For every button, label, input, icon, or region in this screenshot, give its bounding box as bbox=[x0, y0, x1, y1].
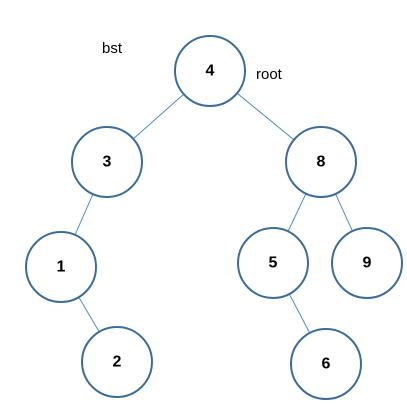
node-circle-5 bbox=[237, 227, 309, 299]
tree-node: 5 bbox=[237, 227, 309, 299]
edge-n8-n9 bbox=[335, 193, 353, 232]
tree-node: 6 bbox=[290, 328, 362, 400]
node-circle-2 bbox=[81, 326, 153, 398]
edge-n4-n3 bbox=[132, 93, 185, 140]
root-annotation: root bbox=[256, 66, 283, 83]
node-label-5: 5 bbox=[269, 255, 278, 272]
node-label-1: 1 bbox=[57, 259, 66, 276]
node-label-3: 3 bbox=[103, 154, 112, 171]
node-label-2: 2 bbox=[113, 354, 122, 371]
node-circle-3 bbox=[71, 126, 143, 198]
tree-node: 3 bbox=[71, 126, 143, 198]
nodes-layer: 4 3 8 1 5 9 2 6 bbox=[25, 35, 403, 400]
node-label-4: 4 bbox=[206, 63, 215, 80]
edge-n5-n6 bbox=[288, 293, 311, 334]
tree-node: 8 bbox=[285, 126, 357, 198]
node-circle-9 bbox=[331, 227, 403, 299]
edge-n3-n1 bbox=[74, 193, 94, 236]
tree-node: 2 bbox=[81, 326, 153, 398]
edge-n1-n2 bbox=[78, 296, 100, 333]
node-label-8: 8 bbox=[317, 154, 326, 171]
node-circle-8 bbox=[285, 126, 357, 198]
node-label-6: 6 bbox=[322, 356, 331, 373]
node-circle-1 bbox=[25, 231, 97, 303]
tree-node: 1 bbox=[25, 231, 97, 303]
tree-node: 9 bbox=[331, 227, 403, 299]
node-circle-6 bbox=[290, 328, 362, 400]
tree-node: 4 bbox=[174, 35, 246, 107]
edges-layer bbox=[74, 92, 353, 334]
node-circle-4 bbox=[174, 35, 246, 107]
edge-n8-n5 bbox=[287, 193, 307, 232]
node-label-9: 9 bbox=[363, 255, 372, 272]
edge-n4-n8 bbox=[236, 92, 295, 141]
bst-annotation: bst bbox=[102, 40, 123, 57]
